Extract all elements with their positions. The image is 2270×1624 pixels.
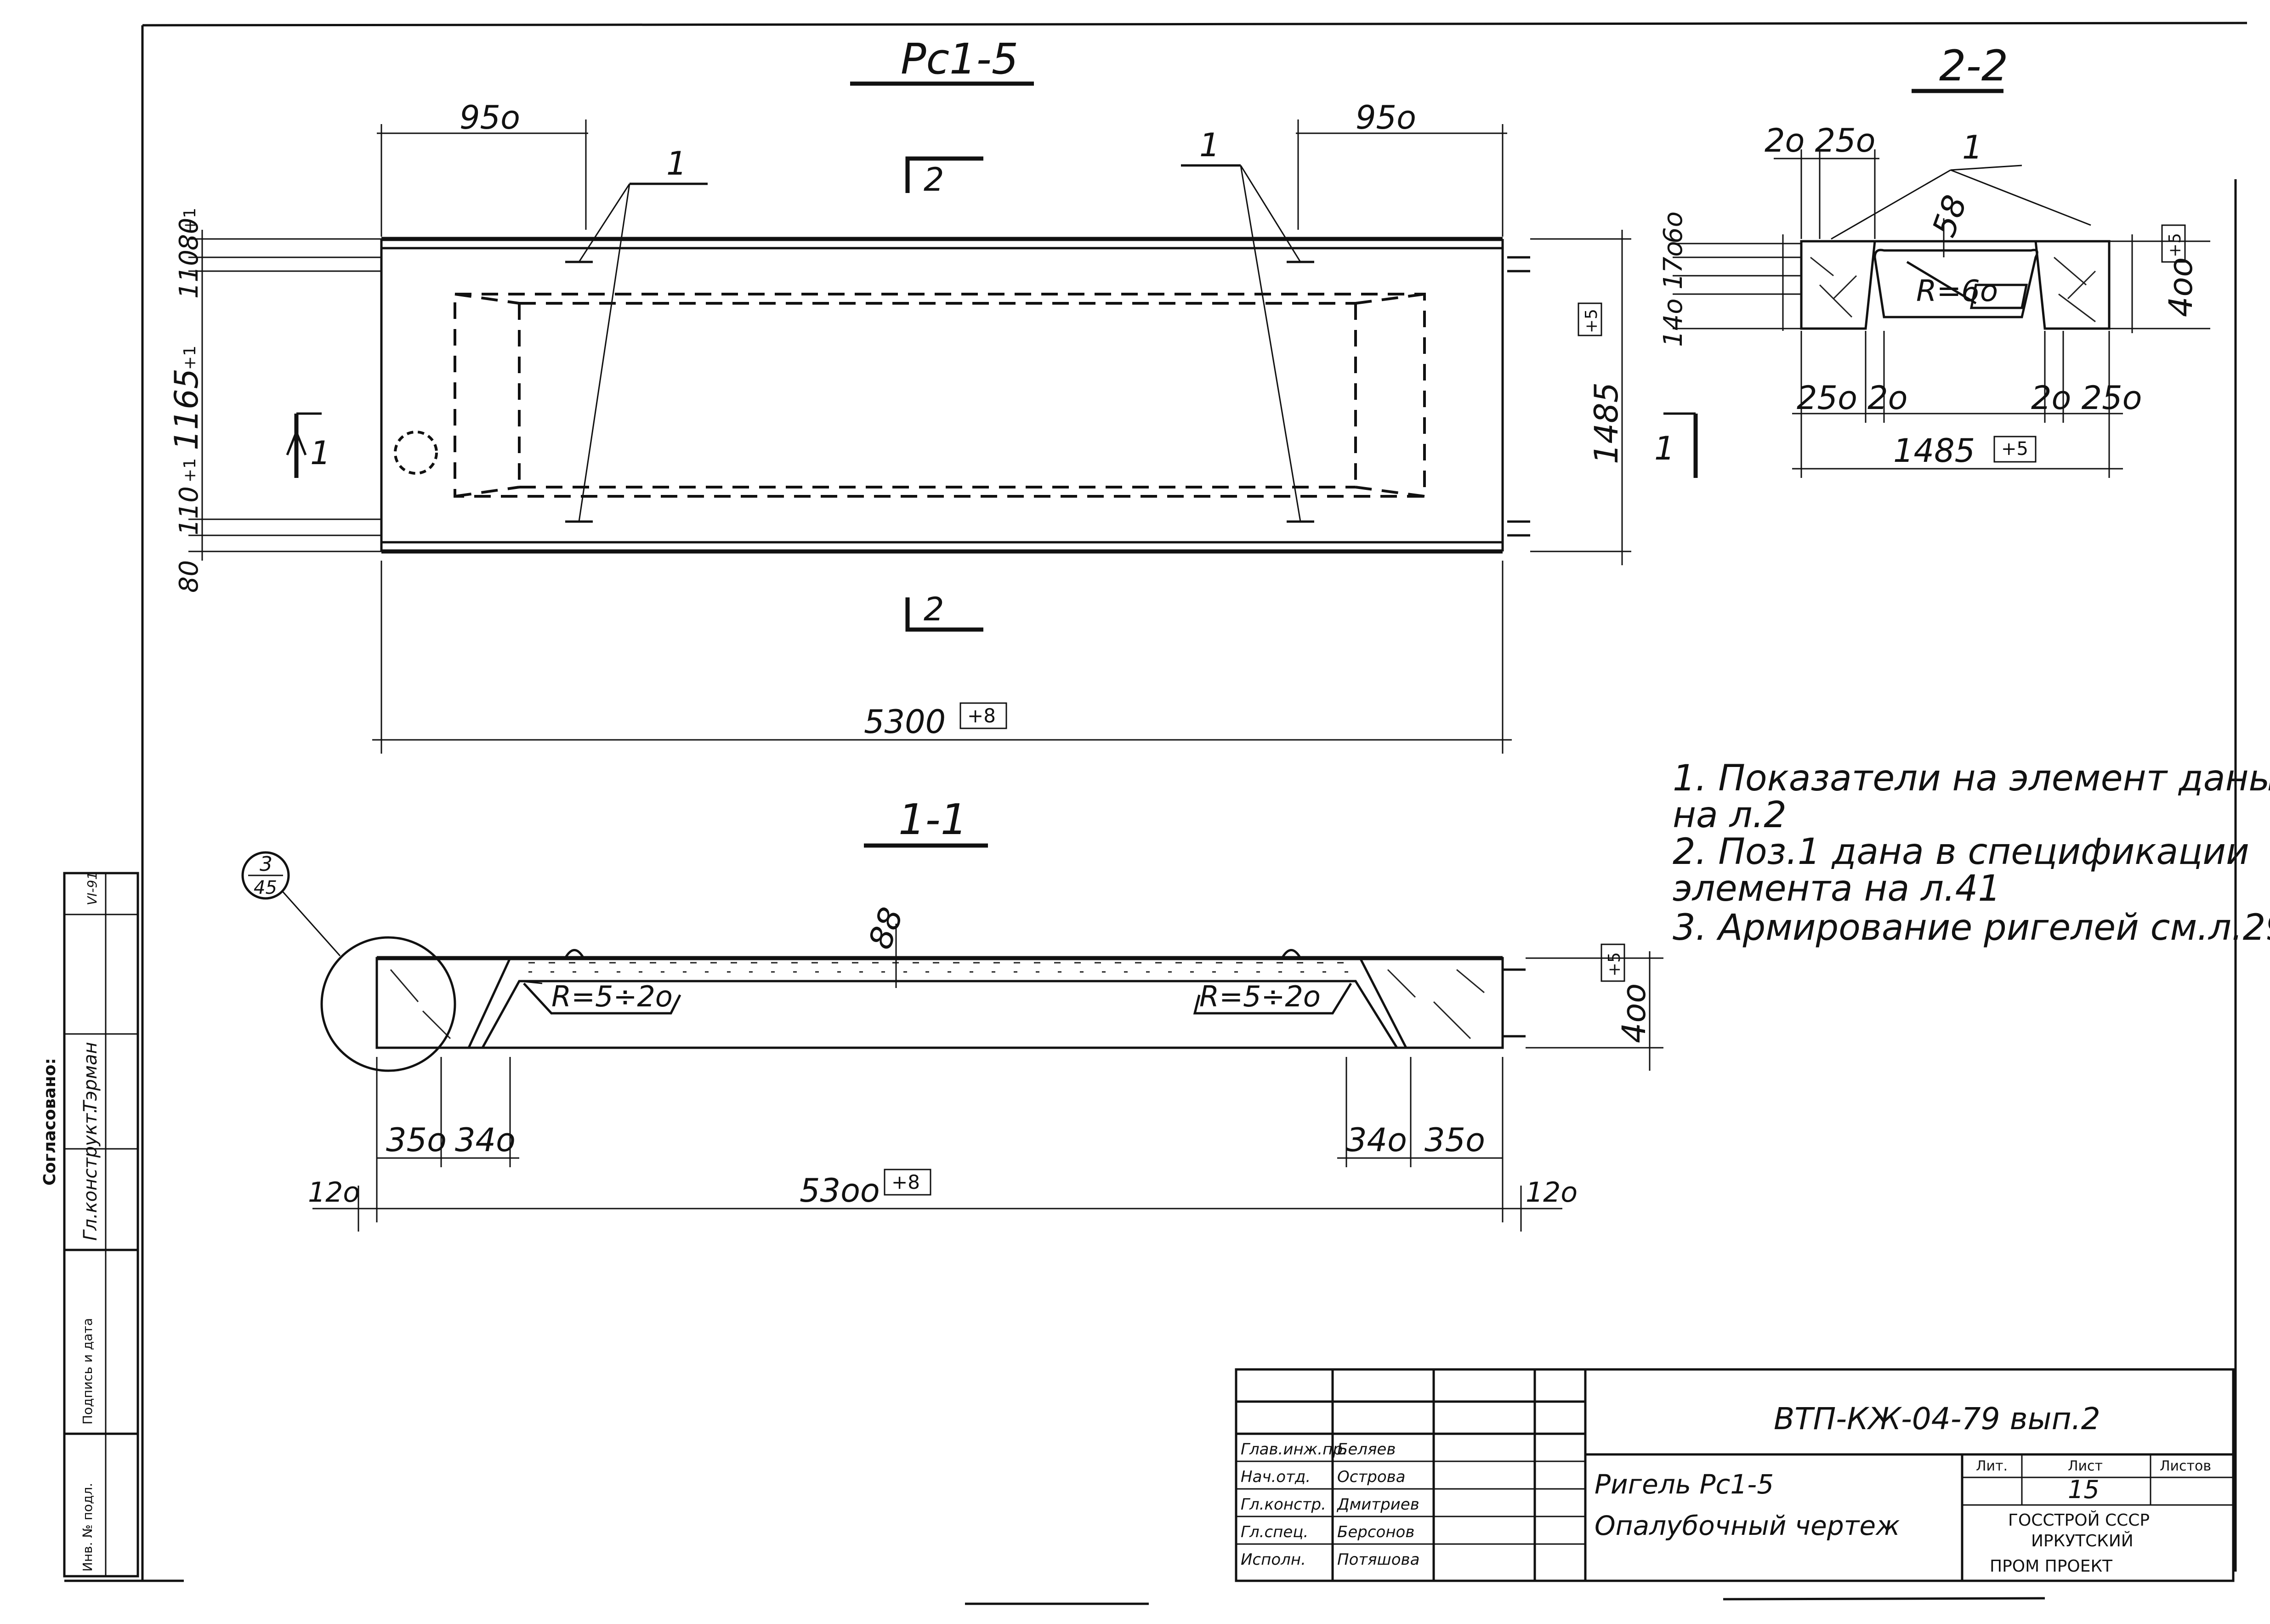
tb-org2: ИРКУТСКИЙ (2031, 1531, 2134, 1550)
tb-col-sheets: Листов (2160, 1458, 2211, 1474)
tb-name-4: Берсонов (1337, 1523, 1414, 1541)
tb-org1: ГОССТРОЙ СССР (2008, 1510, 2150, 1530)
sign-label: Подпись и дата (80, 1318, 95, 1425)
sec11-length: 53оо (800, 1172, 880, 1209)
sec11-length-tag: +8 (891, 1171, 920, 1193)
tag-top: +1 (181, 208, 199, 232)
sec22-top-dims: 2о 25о (1765, 122, 1876, 159)
tb-role-3: Гл.констр. (1241, 1495, 1326, 1514)
sec22-bottom-left: 25о 2о (1797, 379, 1908, 417)
sec11-radius-right: R=5÷2о (1199, 980, 1321, 1013)
section11-title: 1-1 (898, 795, 967, 844)
title-block: ВТП-КЖ-04-79 вып.2 Глав.инж.пр. Беляев Н… (1235, 1368, 2235, 1582)
note-2b: элемента на л.41 (1673, 868, 2001, 909)
plan-title: Рс1-5 (901, 34, 1018, 84)
tag-5300-plan: +8 (967, 704, 996, 727)
cut1-left: 1 (310, 434, 331, 472)
tb-name-2: Острова (1337, 1468, 1406, 1486)
sec22-left170: 17о (1658, 241, 1688, 290)
dim-950-left: 95о (460, 99, 520, 136)
tb-name-5: Потяшова (1337, 1550, 1419, 1569)
notes: 1. Показатели на элемент даны на л.2 2. … (1673, 758, 2270, 948)
cut1-right: 1 (1654, 430, 1675, 467)
note-3: 3. Армирование ригелей см.л.29 (1673, 907, 2270, 948)
sheet-frame (64, 22, 2247, 1605)
sec11-120-right: 12о (1526, 1176, 1578, 1209)
sec11-120-left: 12о (308, 1176, 360, 1209)
cut2-top: 2 (924, 161, 944, 199)
sec22-width: 1485 (1893, 432, 1975, 470)
tb-sheet-no: 15 (2068, 1475, 2100, 1504)
sec22-left60: 6о (1658, 211, 1688, 244)
section-2-2: 2-2 1 2о 25о 58 R=6о (1658, 41, 2210, 478)
tb-name-3: Дмитриев (1336, 1495, 1419, 1514)
tb-role-4: Гл.спец. (1241, 1523, 1308, 1541)
note-1b: на л.2 (1673, 795, 1787, 836)
pos1-right-label: 1 (1199, 126, 1220, 164)
note-1: 1. Показатели на элемент даны (1673, 758, 2270, 799)
sec11-350-right: 35о (1424, 1121, 1485, 1159)
sec11-height: 4оо (1615, 983, 1653, 1043)
sec11-rib88: 88 (861, 903, 911, 954)
plan-view: Рс1-5 1 (168, 34, 1698, 754)
sec22-left140: 14о (1658, 298, 1688, 347)
callout-den: 45 (254, 877, 277, 898)
dim-left-110-bot: 110 (174, 486, 204, 535)
section-1-1: 1-1 3 45 88 (241, 795, 1663, 1232)
tag-right: +5 (1582, 309, 1601, 333)
sec22-right-tag: +5 (2166, 233, 2185, 257)
sec11-350-left: 35о (386, 1121, 447, 1159)
tb-role-2: Нач.отд. (1241, 1468, 1311, 1486)
sec22-radius: R=6о (1916, 274, 1998, 308)
tag-mid: +1 (181, 346, 199, 370)
dim-left-110-top: 110 (174, 250, 204, 299)
sec22-width-tag: +5 (2001, 438, 2028, 460)
dim-right-1485: 1485 (1588, 382, 1625, 464)
sec22-bottom-right: 2о 25о (2031, 379, 2142, 417)
dim-left-80-bot: 80 (174, 560, 204, 593)
tb-role-5: Исполн. (1241, 1550, 1306, 1569)
tag-bot: +1 (181, 458, 199, 483)
sec11-340-right: 34о (1346, 1121, 1407, 1159)
tb-col-sheet: Лист (2068, 1458, 2103, 1474)
cut2-bottom: 2 (924, 591, 944, 628)
sec22-pos1: 1 (1962, 129, 1983, 166)
doc-code: ВТП-КЖ-04-79 вып.2 (1774, 1401, 2100, 1437)
callout-num: 3 (260, 852, 272, 876)
tb-name-line1: Ригель Рс1-5 (1595, 1469, 1774, 1500)
agreed-row-sign: Тэрман (80, 1042, 101, 1112)
sec11-radius-left: R=5÷2о (551, 980, 673, 1013)
dim-left-1165: 1165 (168, 369, 205, 450)
dim-left-80-top: 80 (174, 218, 204, 250)
note-2: 2. Поз.1 дана в спецификации (1673, 831, 2249, 873)
sec11-340-left: 34о (455, 1121, 516, 1159)
tb-name-line2: Опалубочный чертеж (1595, 1510, 1900, 1541)
agreed-row-role: Гл.конструкт. (80, 1107, 101, 1241)
agreed-row-date: VI-91 (85, 872, 100, 905)
tb-org3: ПРОМ ПРОЕКТ (1990, 1557, 2113, 1576)
tb-col-stage: Лит. (1976, 1458, 2008, 1474)
sec22-rib58: 58 (1925, 190, 1975, 242)
section22-title: 2-2 (1939, 41, 2008, 91)
pos1-left-label: 1 (666, 145, 687, 182)
agreed-label: Согласовано: (40, 1058, 59, 1186)
inv-label: Инв. № подл. (80, 1483, 95, 1572)
dim-950-right: 95о (1356, 99, 1416, 136)
side-strip: Согласовано: Гл.конструкт. Тэрман VI-91 … (40, 872, 139, 1578)
tb-name-1: Беляев (1337, 1440, 1396, 1459)
sec22-right400: 4оо (2162, 257, 2200, 317)
sec11-height-tag: +5 (1605, 952, 1624, 977)
dim-5300-plan: 5300 (864, 703, 946, 741)
tb-role-1: Глав.инж.пр. (1241, 1440, 1348, 1459)
